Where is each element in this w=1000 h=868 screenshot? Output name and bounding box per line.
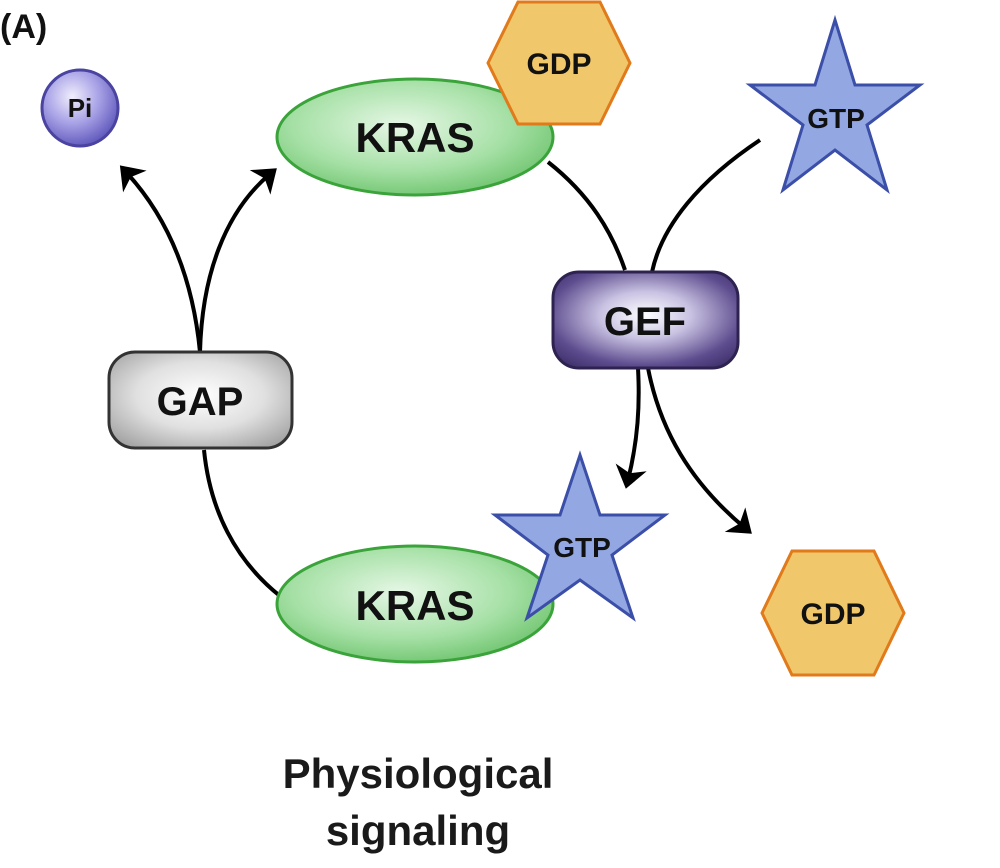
edge-gef-to-gtp-bottom (615, 367, 647, 489)
edge-gap-to-kras-bottom (202, 449, 282, 598)
caption-line-2: signaling (326, 807, 510, 854)
gdp-bottom-label: GDP (800, 598, 865, 631)
edge-gef-to-gdp-bottom (646, 367, 752, 534)
edge-kras-top-to-gef (546, 160, 627, 271)
gtp-top-label: GTP (807, 103, 865, 134)
kras-top-label: KRAS (355, 114, 474, 161)
caption-line-1: Physiological (283, 750, 554, 797)
edge-gap-to-kras-top (198, 168, 277, 353)
gtp-bottom-label: GTP (553, 532, 611, 563)
edge-gap-to-pi (119, 165, 202, 353)
panel-label: (A) (0, 8, 47, 46)
kras-bottom-label: KRAS (355, 582, 474, 629)
gdp-top-label: GDP (526, 48, 591, 81)
kras-top-node: KRAS (275, 77, 555, 197)
gap-label: GAP (157, 380, 244, 424)
gtp-top-node: GTP (745, 14, 925, 195)
gap-node: GAP (107, 350, 294, 450)
edge-gtp-top-to-gef (650, 138, 762, 273)
gef-label: GEF (604, 300, 686, 344)
gdp-bottom-node: GDP (760, 549, 906, 677)
gtp-bottom-node: GTP (490, 450, 670, 622)
pi-node: Pi (40, 68, 120, 148)
gdp-top-node: GDP (486, 0, 632, 126)
pi-label: Pi (68, 93, 93, 123)
gef-node: GEF (551, 270, 740, 370)
kras-bottom-node: KRAS (275, 544, 555, 664)
